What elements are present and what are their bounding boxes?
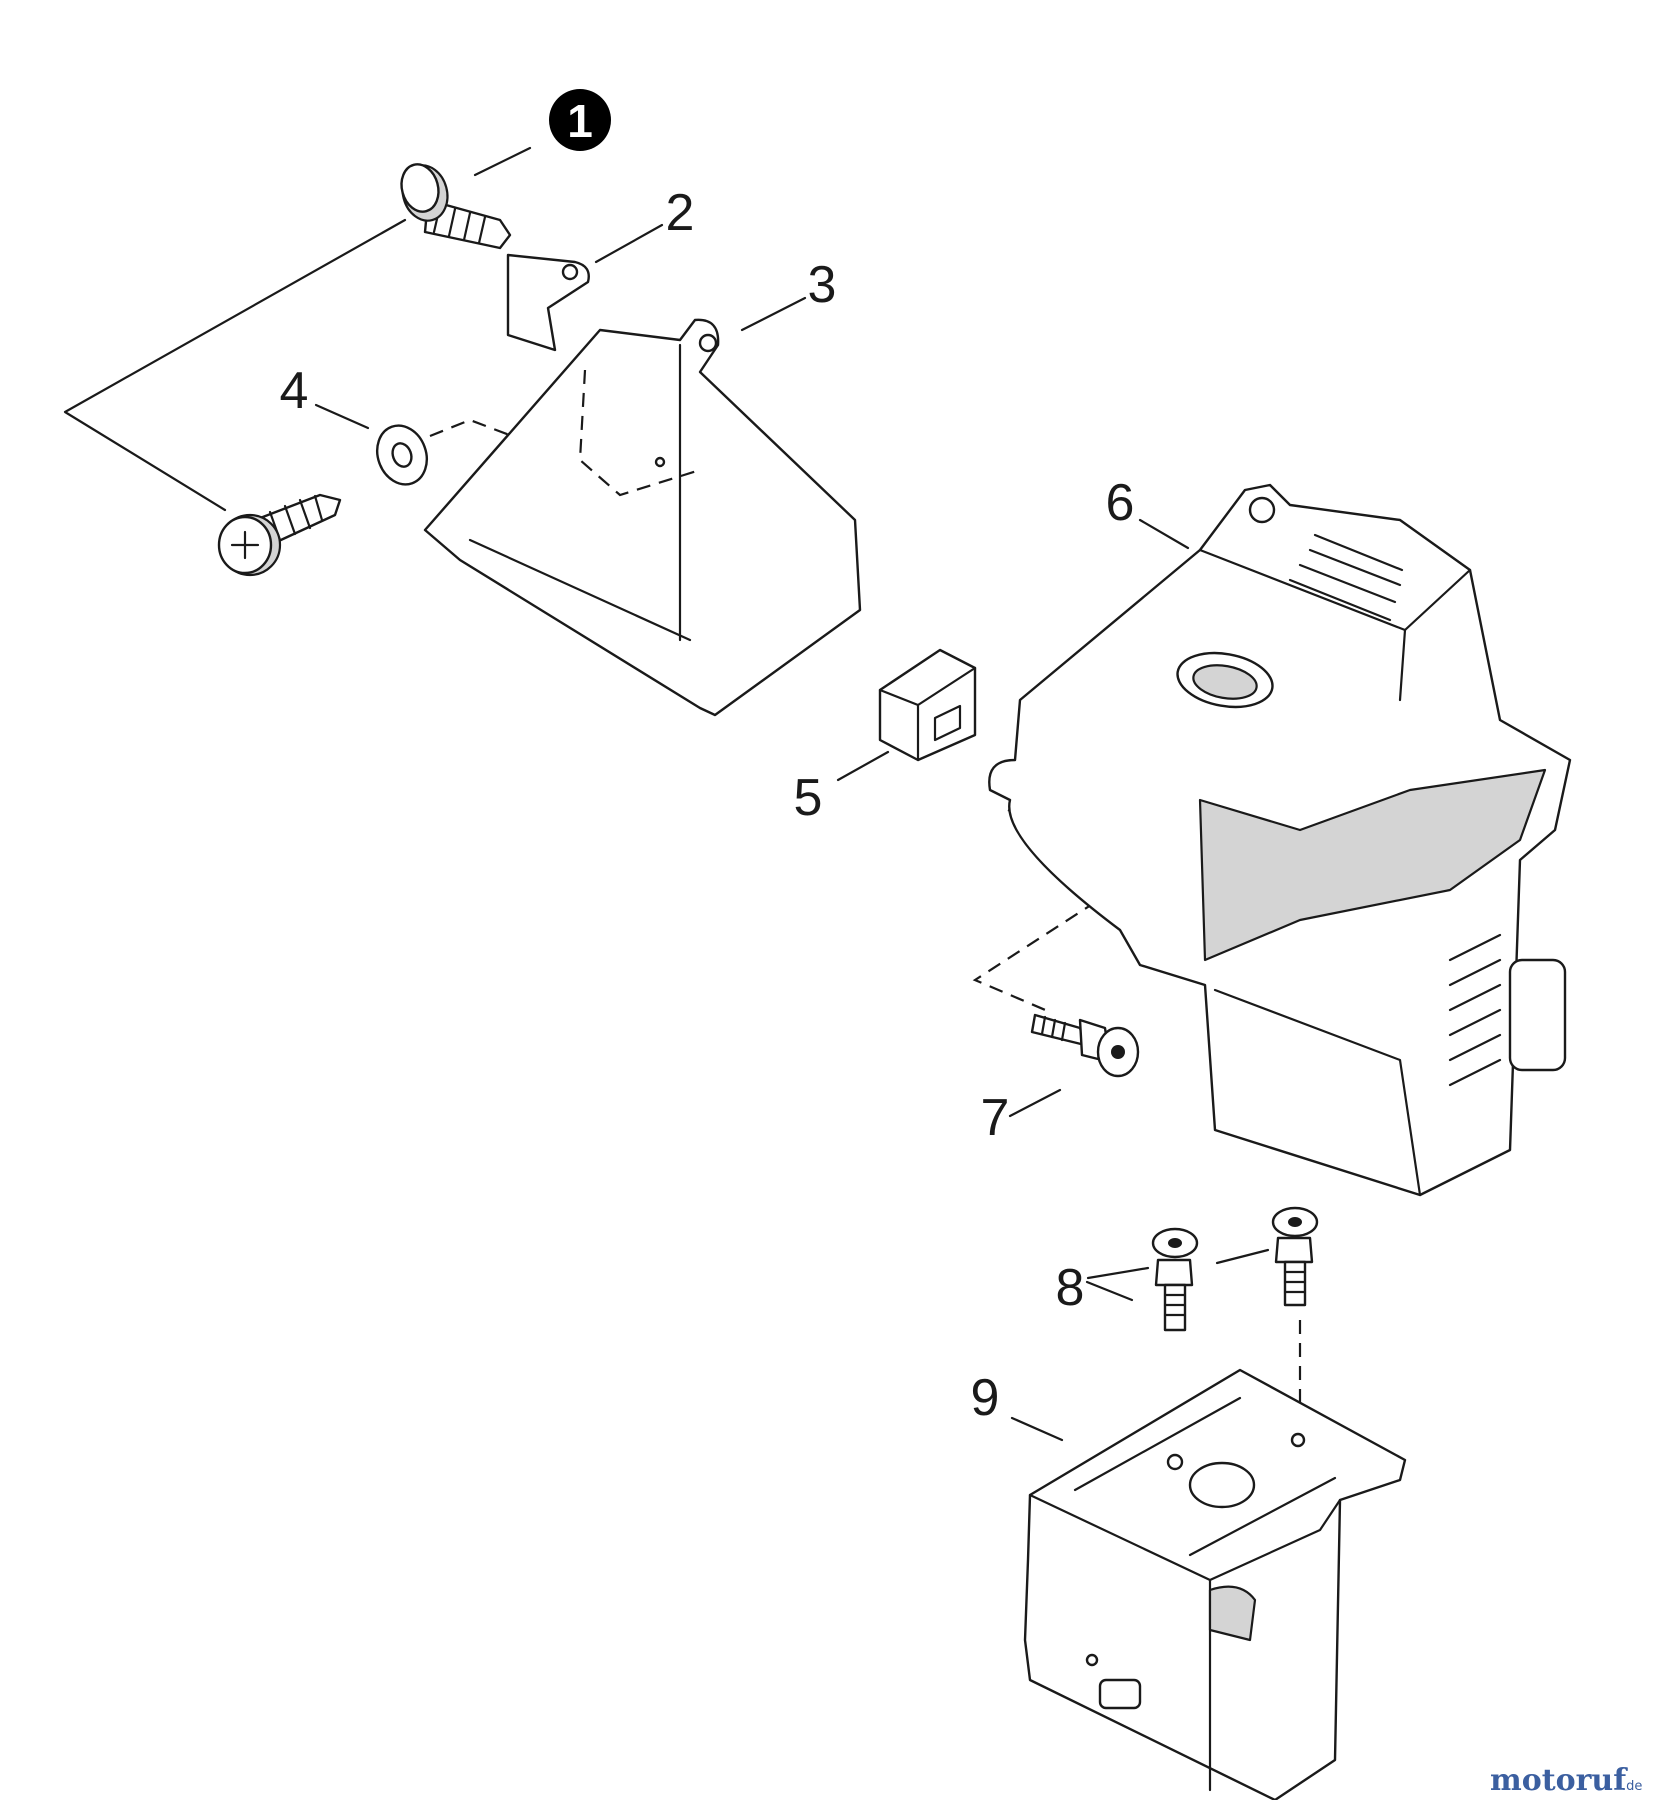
bolt-part-7 bbox=[1030, 1013, 1140, 1078]
washer-part-4 bbox=[376, 424, 428, 486]
muffler-cover-part-6 bbox=[988, 483, 1572, 1197]
heat-shield-part-3 bbox=[423, 318, 862, 717]
watermark-brand: motoruf bbox=[1490, 1763, 1628, 1798]
plate-part-9 bbox=[1023, 1368, 1407, 1800]
callout-labels: 1 2 3 4 5 6 7 8 9 bbox=[280, 89, 1135, 1427]
screw-part-1-upper bbox=[400, 163, 512, 250]
callout-7: 7 bbox=[981, 1089, 1010, 1147]
leader-lines bbox=[63, 146, 1270, 1442]
callout-6: 6 bbox=[1106, 474, 1135, 532]
callout-1: 1 bbox=[567, 95, 593, 147]
bracket-part-2 bbox=[506, 253, 590, 352]
callout-8: 8 bbox=[1056, 1259, 1085, 1317]
watermark-logo: motoruf .de bbox=[1490, 1763, 1642, 1798]
rubber-block-part-5 bbox=[878, 648, 977, 762]
screw-part-1-lower bbox=[217, 493, 342, 577]
callout-5: 5 bbox=[794, 769, 823, 827]
bolts-part-8 bbox=[1151, 1206, 1319, 1332]
callout-4: 4 bbox=[280, 362, 309, 420]
callout-2: 2 bbox=[666, 184, 695, 242]
callout-3: 3 bbox=[808, 256, 837, 314]
callout-9: 9 bbox=[971, 1369, 1000, 1427]
callout-highlight-circle bbox=[549, 89, 611, 151]
watermark-suffix: .de bbox=[1622, 1779, 1642, 1794]
